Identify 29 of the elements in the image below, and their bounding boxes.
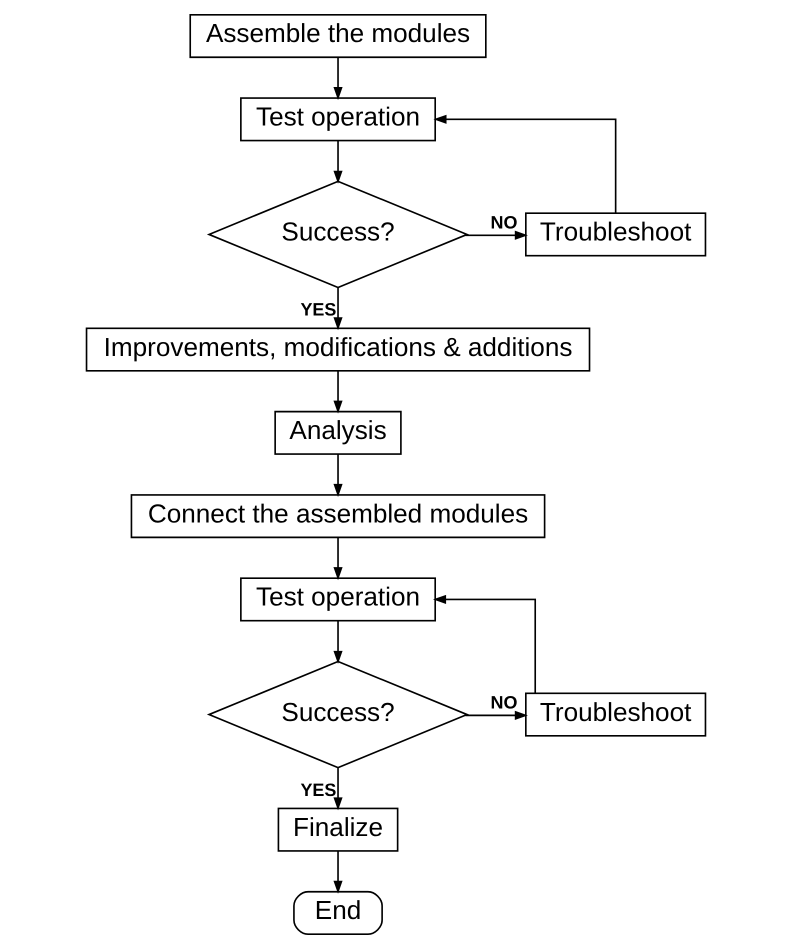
node-box: Analysis (274, 410, 402, 455)
arrow (333, 768, 343, 810)
arrow (433, 594, 536, 693)
arrow (333, 288, 343, 330)
edge-label: NO (490, 212, 518, 232)
node-box: Improvements, modifications & additions (86, 328, 590, 372)
node-box: End (293, 890, 383, 936)
node-box: Test operation (240, 97, 436, 142)
arrow (433, 114, 616, 213)
node-box: Troubleshoot (525, 692, 706, 737)
arrow (333, 454, 343, 497)
arrow (333, 57, 343, 100)
node-box: Troubleshoot (525, 212, 706, 256)
node-box: Test operation (240, 577, 436, 622)
node-diamond: Success? (206, 180, 470, 288)
arrow (333, 140, 343, 184)
node-diamond: Success? (206, 660, 470, 769)
arrow (333, 371, 343, 414)
arrow (333, 851, 343, 894)
node-box: Assemble the modules (189, 14, 487, 58)
node-box: Finalize (278, 808, 398, 852)
arrow (465, 710, 528, 720)
edge-label: YES (300, 780, 336, 800)
edge-label: NO (490, 692, 518, 713)
arrow (333, 538, 343, 580)
arrow (333, 621, 343, 664)
edge-label: YES (300, 300, 336, 320)
node-box: Connect the assembled modules (130, 494, 546, 538)
arrow (465, 230, 528, 240)
